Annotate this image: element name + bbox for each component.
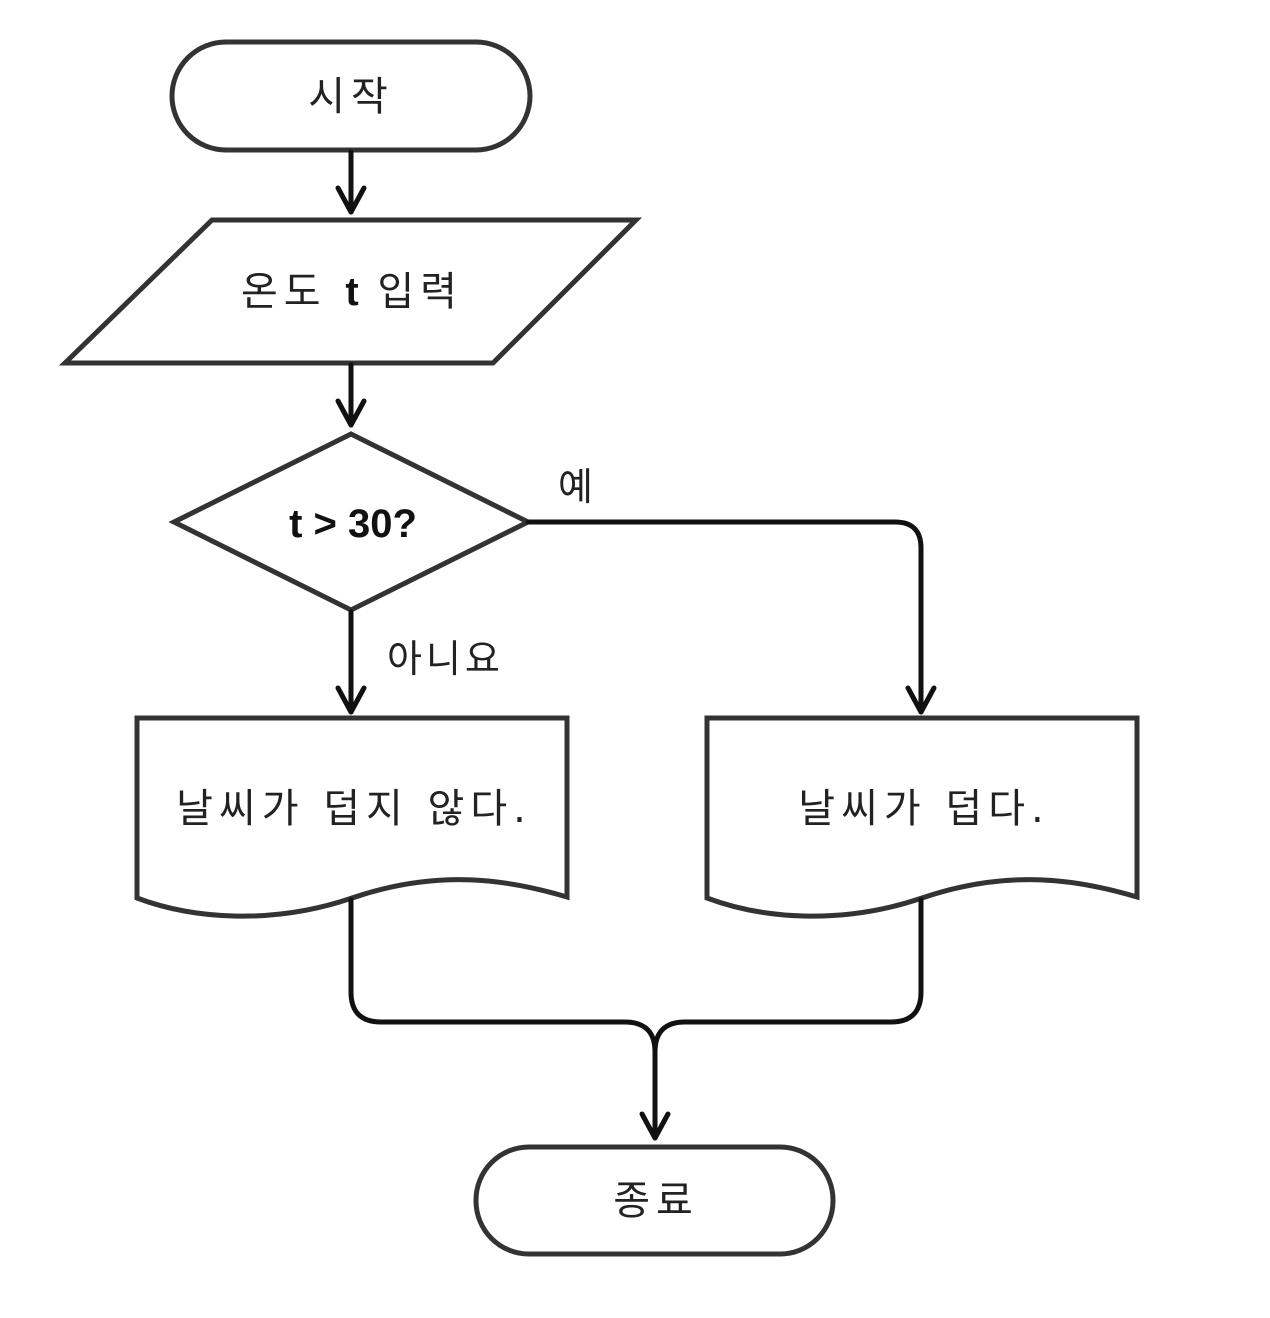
- output-no-node: 날씨가 덥지 않다.: [134, 715, 570, 919]
- end-label: 종료: [613, 1178, 699, 1224]
- output-no-label: 날씨가 덥지 않다.: [176, 786, 532, 832]
- arrowhead-icon: [335, 185, 367, 215]
- input-parallelogram-shape: [58, 217, 643, 366]
- end-node: 종료: [473, 1144, 836, 1257]
- arrowhead-icon: [335, 685, 367, 715]
- edge-decision-no: 아니요: [335, 609, 504, 715]
- input-label-prefix: 온도: [241, 269, 345, 315]
- arrowhead-icon: [905, 685, 937, 715]
- input-label-variable: t: [345, 270, 358, 314]
- edge-merge-to-end: [348, 897, 924, 1141]
- arrowhead-icon: [335, 398, 367, 428]
- edge-decision-yes: 예: [525, 465, 937, 715]
- input-label: 온도 t 입력: [241, 269, 463, 315]
- edge-input-to-decision: [335, 362, 367, 428]
- start-label: 시작: [308, 74, 394, 120]
- output-yes-label: 날씨가 덥다.: [798, 786, 1049, 832]
- end-terminator-shape: [473, 1144, 836, 1257]
- start-node: 시작: [169, 39, 533, 153]
- yes-label: 예: [558, 465, 597, 509]
- no-label: 아니요: [387, 637, 504, 681]
- arrowhead-icon: [639, 1111, 671, 1141]
- decision-label: t > 30?: [289, 502, 417, 546]
- input-label-suffix: 입력: [359, 269, 463, 315]
- decision-node: t > 30?: [168, 431, 534, 613]
- output-yes-node: 날씨가 덥다.: [704, 715, 1140, 919]
- edge-start-to-input: [335, 149, 367, 215]
- input-node: 온도 t 입력: [58, 217, 643, 366]
